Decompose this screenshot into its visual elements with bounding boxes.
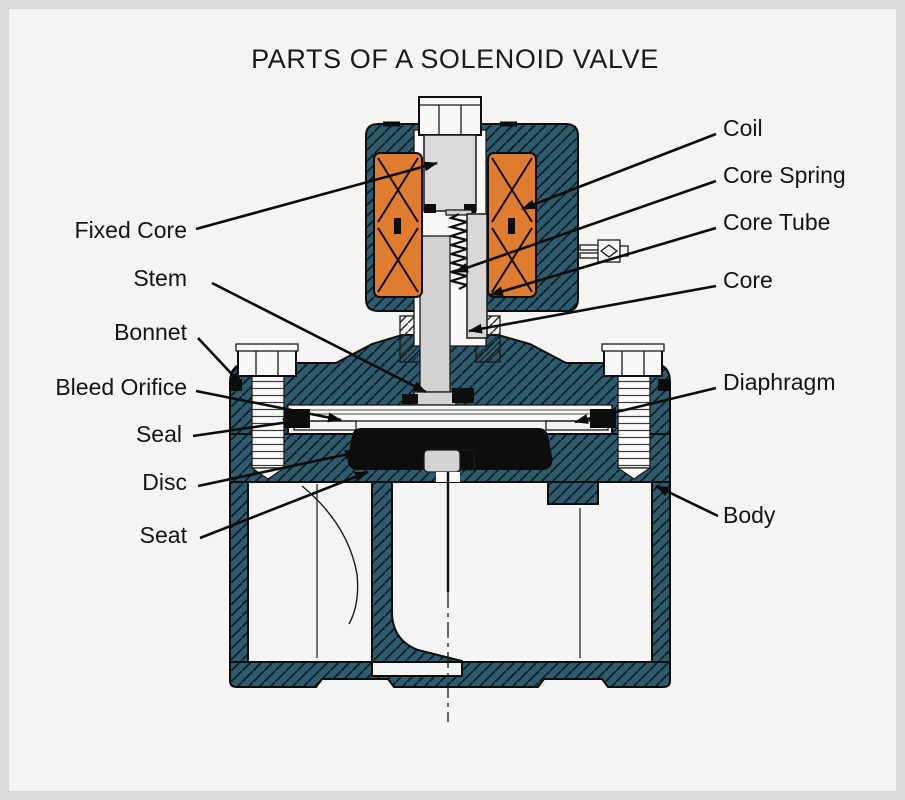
leader-bleed-orifice [195,389,342,423]
label-core-tube: Core Tube [723,209,830,235]
stem-collar-right [452,388,474,403]
leader-coil [521,132,717,211]
valve-cross-section [229,96,671,722]
core-plunger [466,213,488,339]
fixed-core-body [423,134,477,212]
leader-disc [197,449,359,488]
inlet-passage-curve [301,485,359,625]
bolt-left-shaft [251,375,285,469]
leader-bonnet [197,337,243,386]
core-spring-coil [446,213,472,290]
leader-body [655,484,719,518]
leader-seal [192,417,297,438]
label-disc: Disc [142,469,187,495]
bolt-left-cap [235,343,299,352]
bolt-left-head [237,347,297,377]
label-core: Core [723,267,773,293]
bolt-right-tip [615,467,653,480]
part-labels: Fixed Core Stem Bonnet Bleed Orifice Sea… [55,115,845,548]
coil-right-center-mark [508,218,515,234]
bolt-right [601,343,665,480]
leader-core [468,284,717,334]
terminal-diamond [599,244,619,258]
leader-stem [211,281,427,394]
stem-shaft [419,235,451,393]
coil-right-x-marks [491,157,533,293]
coil-winding-left [373,152,423,298]
electrical-terminal [579,239,629,263]
label-bleed-orifice: Bleed Orifice [55,374,187,400]
label-bonnet: Bonnet [114,319,188,345]
top-bolt [418,96,482,136]
stem-foot [413,391,457,406]
bolt-right-head [603,347,663,377]
bolt-right-cap [601,343,665,352]
label-diaphragm: Diaphragm [723,369,836,395]
top-bolt-head [418,96,482,136]
label-core-spring: Core Spring [723,162,846,188]
stem-collar-left [402,394,418,404]
label-seal: Seal [136,421,182,447]
leader-core-tube [489,226,717,297]
disc [347,428,553,470]
bonnet-edge-mark-right [658,379,669,391]
leader-diaphragm [574,386,717,424]
leader-seat [199,470,369,540]
bolt-right-shaft [617,375,651,469]
label-coil: Coil [723,115,763,141]
leader-lines [192,132,719,540]
diaphragm-assembly [284,388,616,431]
page-title: PARTS OF A SOLENOID VALVE [251,44,659,74]
label-stem: Stem [133,265,187,291]
fixed-core-seal-right [464,204,476,213]
stem-nut [423,449,461,473]
label-seat: Seat [140,522,188,548]
coil-left-x-marks [377,157,419,293]
coil-left-center-mark [394,218,401,234]
leader-fixed-core [195,161,438,231]
fixed-core-seal-left [424,204,436,213]
label-fixed-core: Fixed Core [75,217,187,243]
leader-core-spring [454,179,717,274]
coil-housing [365,121,579,312]
label-body: Body [723,502,776,528]
coil-winding-right [487,152,537,298]
